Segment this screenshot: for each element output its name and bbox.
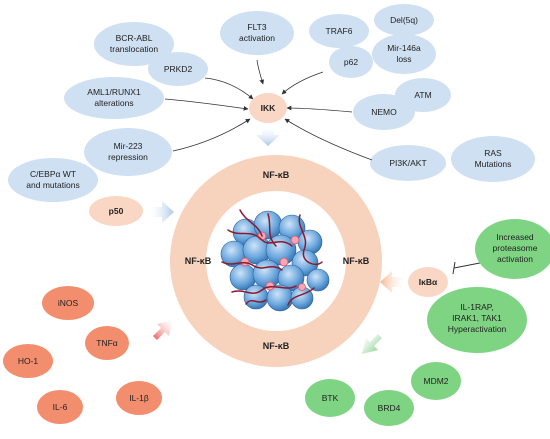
traf6-label: TRAF6: [326, 26, 353, 36]
prkd2-bubble: PRKD2: [148, 52, 208, 86]
nfkb-bottom-label: NF-κB: [263, 341, 290, 351]
il1rap-line3: Hyperactivation: [448, 324, 507, 334]
ikk-node: IKK: [249, 93, 287, 123]
mdm2-label: MDM2: [423, 376, 448, 386]
p50-label: p50: [109, 206, 124, 216]
mdm2-bubble: MDM2: [411, 362, 461, 400]
cebpa-line2: and mutations: [26, 180, 79, 190]
p50-node: p50: [89, 196, 143, 226]
flt3-line1: FLT3: [247, 22, 266, 32]
proteasome-line1: Increased: [496, 232, 534, 242]
bcr-abl-line1: BCR-ABL: [116, 33, 153, 43]
arrow-flt3-ikk: [256, 59, 265, 85]
del5q-label: Del(5q): [390, 15, 418, 25]
proteasome-line3: activation: [497, 254, 533, 264]
il1rap-bubble: IL-1RAP, IRAK1, TAK1 Hyperactivation: [427, 287, 527, 353]
prkd2-label: PRKD2: [164, 64, 193, 74]
ras-line1: RAS: [484, 148, 502, 158]
del5q-bubble: Del(5q): [374, 4, 434, 36]
mir146a-line2: loss: [396, 54, 411, 64]
ikba-to-nfkb-arrow: [380, 271, 404, 293]
il1b-label: IL-1β: [129, 393, 149, 403]
ikba-label: IκBα: [419, 277, 438, 287]
inos-label: iNOS: [58, 298, 79, 308]
nemo-bubble: NEMO: [353, 94, 415, 130]
arrow-aml1-ikk: [164, 98, 249, 111]
il6-bubble: IL-6: [37, 390, 83, 424]
il6-label: IL-6: [53, 402, 68, 412]
ikk-to-nfkb-arrow: [256, 127, 280, 146]
cebpa-bubble: C/EBPα WT and mutations: [8, 158, 98, 202]
green-to-nfkb-arrow: [362, 334, 382, 354]
btk-bubble: BTK: [305, 379, 355, 417]
p50-to-nfkb-arrow: [150, 201, 174, 223]
arrow-pi3k-ikk: [284, 118, 373, 161]
ho1-label: HO-1: [18, 356, 39, 366]
nfkb-right-label: NF-κB: [343, 256, 370, 266]
il1rap-line2: IRAK1, TAK1: [452, 313, 502, 323]
aml1-bubble: AML1/RUNX1 alterations: [64, 77, 164, 119]
arrow-p62-ikk: [281, 71, 324, 95]
il1b-bubble: IL-1β: [116, 381, 162, 415]
pi3k-label: PI3K/AKT: [389, 158, 426, 168]
aml1-line1: AML1/RUNX1: [87, 87, 141, 97]
pi3k-bubble: PI3K/AKT: [370, 145, 446, 181]
flt3-bubble: FLT3 activation: [220, 11, 294, 55]
bcr-abl-line2: translocation: [110, 44, 158, 54]
ras-bubble: RAS Mutations: [451, 136, 535, 182]
mir146a-line1: Mir-146a: [387, 43, 421, 53]
proteasome-line2: proteasome: [493, 243, 538, 253]
brd4-label: BRD4: [378, 403, 401, 413]
cell-cluster-image: [220, 209, 330, 312]
mir223-bubble: Mir-223 repression: [84, 128, 172, 176]
arrow-prkd2-ikk: [204, 77, 254, 100]
btk-label: BTK: [322, 393, 339, 403]
ras-line2: Mutations: [475, 159, 512, 169]
aml1-line2: alterations: [94, 98, 133, 108]
traf6-bubble: TRAF6: [309, 14, 369, 48]
ikba-node: IκBα: [408, 267, 448, 297]
mir223-line2: repression: [108, 152, 148, 162]
cebpa-line1: C/EBPα WT: [30, 169, 76, 179]
proteasome-bubble: Increased proteasome activation: [475, 219, 550, 279]
flt3-line2: activation: [239, 33, 275, 43]
ho1-bubble: HO-1: [3, 344, 53, 378]
brd4-bubble: BRD4: [364, 390, 414, 426]
inos-bubble: iNOS: [42, 286, 94, 320]
p62-label: p62: [344, 57, 358, 67]
il1rap-line1: IL-1RAP,: [460, 302, 493, 312]
ikk-input-arrows: [164, 59, 373, 161]
nfkb-top-label: NF-κB: [263, 170, 290, 180]
arrow-mir223-ikk: [172, 118, 251, 152]
p62-bubble: p62: [329, 46, 373, 78]
bcr-abl-bubble: BCR-ABL translocation: [94, 22, 174, 66]
proteasome-inhibition: [452, 261, 486, 275]
tnfa-bubble: TNFα: [85, 326, 129, 360]
atm-label: ATM: [414, 90, 431, 100]
nemo-label: NEMO: [371, 107, 397, 117]
nfkb-to-outputs-arrow: [153, 320, 173, 340]
arrow-nemo-ikk: [286, 105, 353, 113]
tnfa-label: TNFα: [96, 338, 118, 348]
nfkb-ring: NF-κB NF-κB NF-κB NF-κB: [170, 155, 382, 367]
ikk-label: IKK: [261, 103, 277, 113]
mir223-line1: Mir-223: [114, 141, 143, 151]
mir146a-bubble: Mir-146a loss: [372, 34, 436, 74]
nfkb-left-label: NF-κB: [185, 256, 212, 266]
